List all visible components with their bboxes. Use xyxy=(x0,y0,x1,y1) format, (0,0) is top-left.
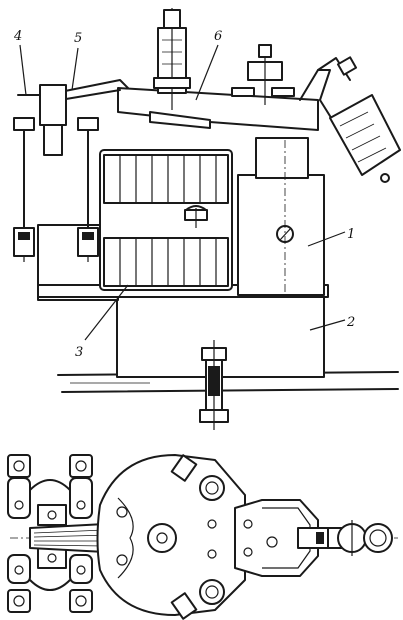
callout-label-4: 4 xyxy=(13,29,22,44)
callout-leaders-side xyxy=(19,44,346,341)
coil-part-3 xyxy=(99,149,233,291)
callout-label-6: 6 xyxy=(214,29,222,44)
plan-contact-wheels xyxy=(327,520,393,556)
side-view: 4 5 6 1 2 3 xyxy=(13,8,401,430)
terminal-part-4 xyxy=(13,94,99,262)
armature-lever-part-6 xyxy=(117,8,346,141)
plan-posts xyxy=(170,454,225,620)
callout-label-5: 5 xyxy=(74,31,82,46)
plan-armature-plate xyxy=(234,499,329,577)
callout-label-1: 1 xyxy=(347,227,355,242)
contact-assembly xyxy=(317,56,401,183)
base-mounting-bolt xyxy=(199,340,229,430)
plan-view xyxy=(7,454,398,620)
core-block-part-1 xyxy=(237,137,325,300)
callout-label-3: 3 xyxy=(75,345,83,360)
callout-label-2: 2 xyxy=(346,315,355,330)
terminal-part-5 xyxy=(39,79,129,156)
left-terminal-blocks xyxy=(7,454,93,613)
